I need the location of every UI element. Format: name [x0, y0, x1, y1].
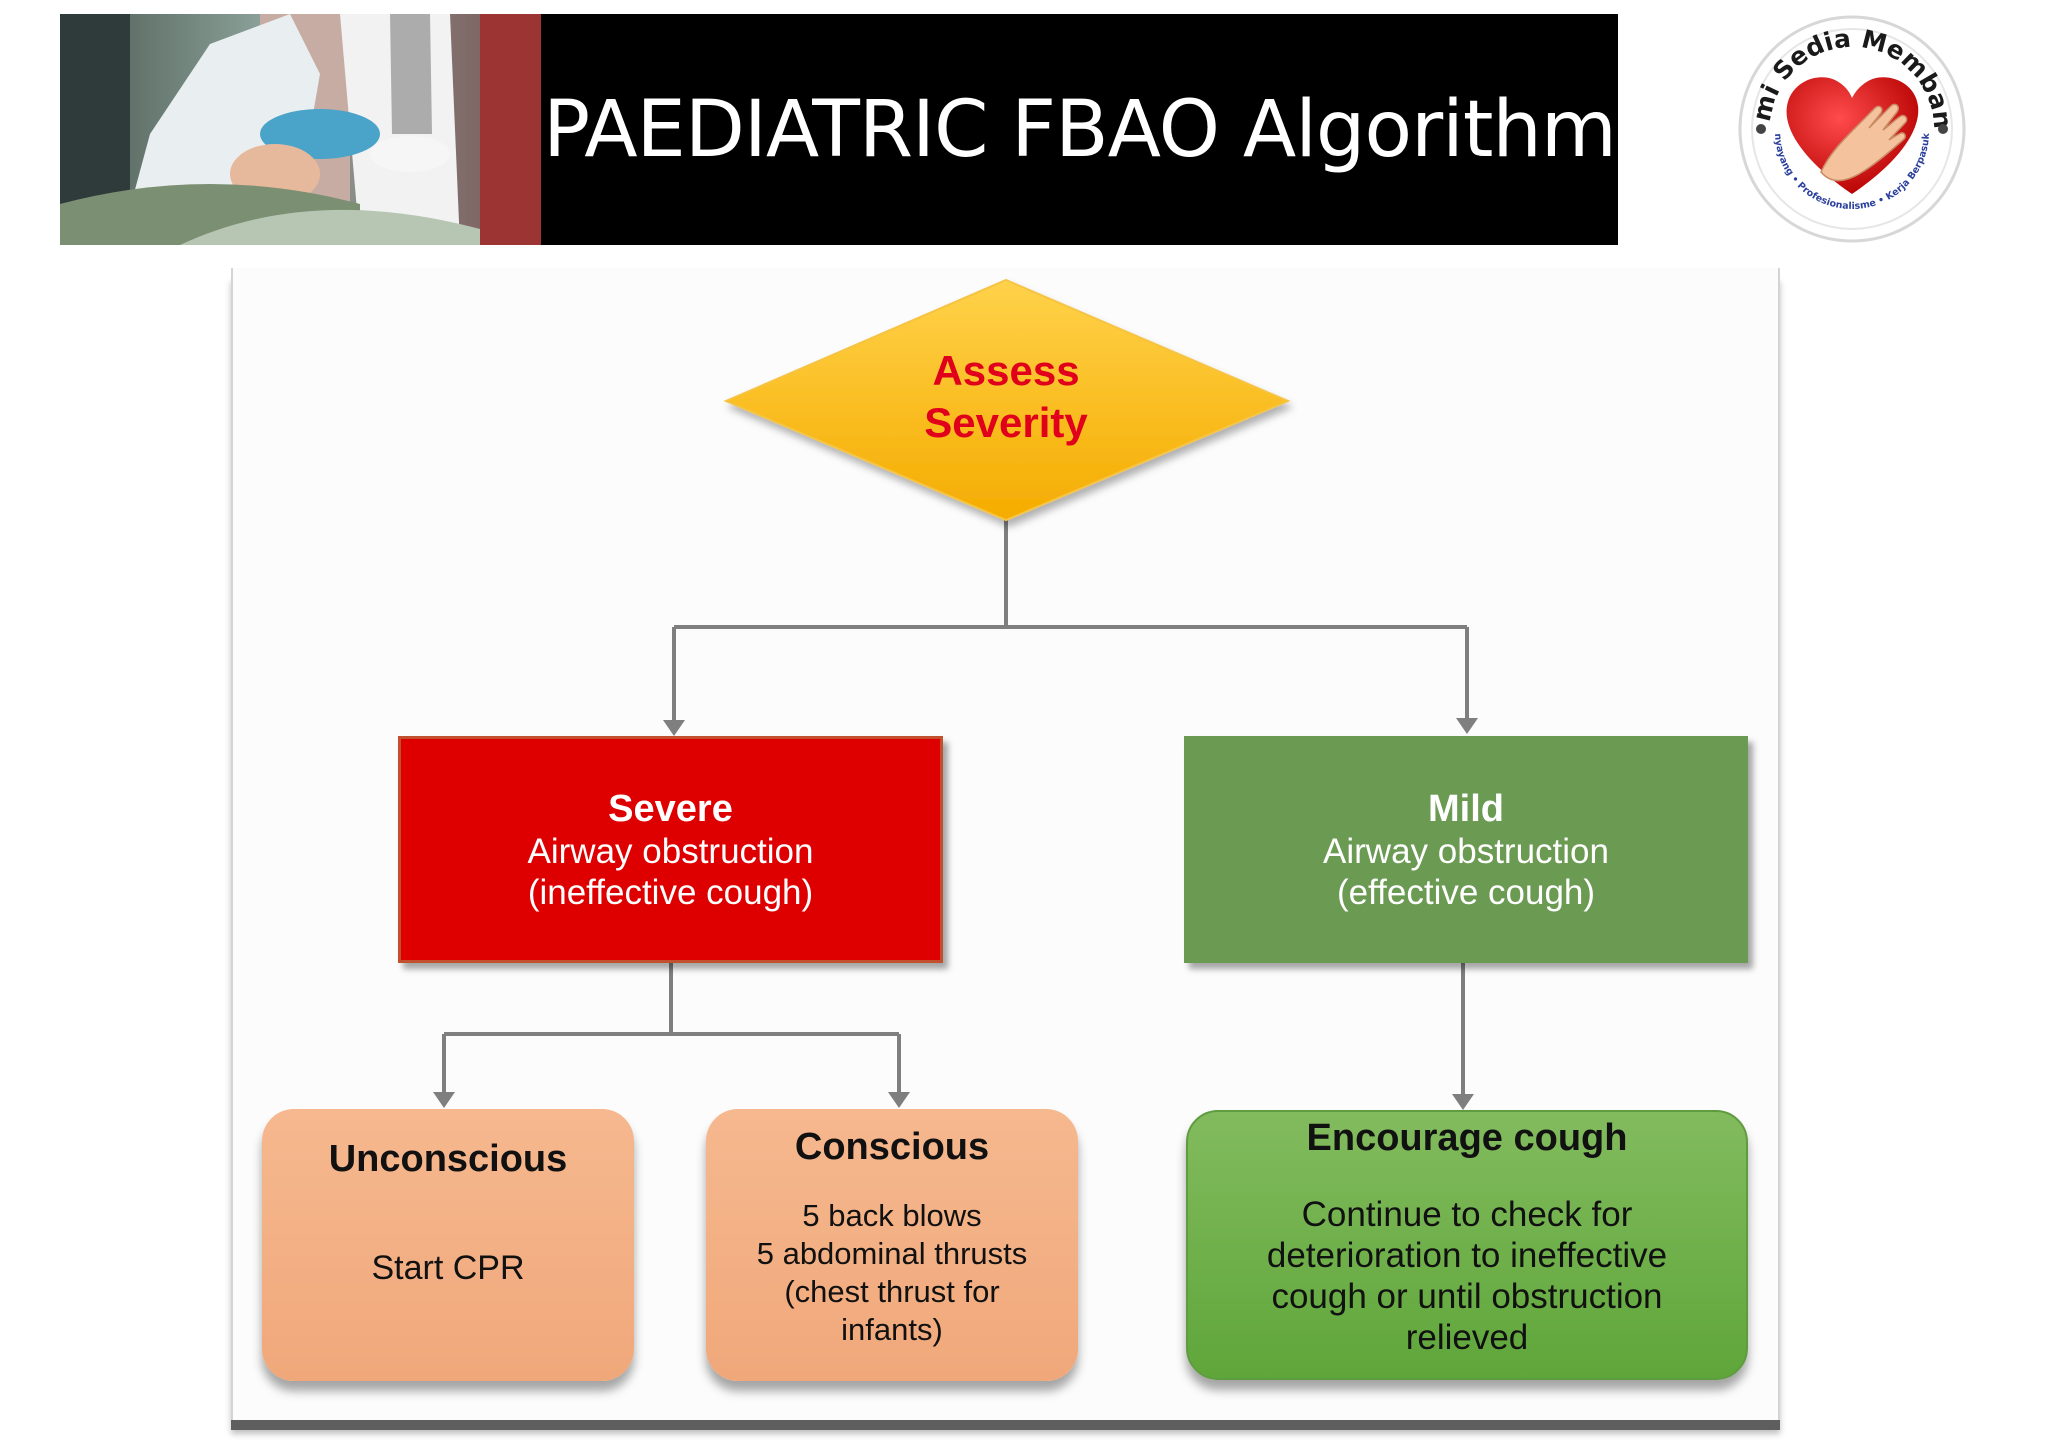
decision-label-line1: Assess	[932, 347, 1079, 394]
organization-logo: Kami Sedia Membantu Penyayang • Profesio…	[1725, 0, 1969, 246]
mild-title: Mild	[1428, 787, 1504, 830]
arrowhead-encourage	[1452, 1094, 1474, 1110]
page-title: PAEDIATRIC FBAO Algorithm	[543, 84, 1617, 175]
conscious-line: (chest thrust for	[784, 1274, 1000, 1309]
unconscious-box: Unconscious Start CPR	[262, 1109, 634, 1381]
arrowhead-unconscious	[433, 1092, 455, 1108]
decision-diamond	[723, 278, 1291, 522]
arrowhead-conscious	[888, 1092, 910, 1108]
unconscious-action: Start CPR	[371, 1249, 525, 1287]
mild-line1: Airway obstruction	[1323, 831, 1609, 871]
decision-label-line2: Severity	[924, 399, 1088, 446]
encourage-cough-box: Encourage cough Continue to check for de…	[1186, 1110, 1748, 1380]
severe-line2: (ineffective cough)	[527, 872, 814, 912]
encourage-title: Encourage cough	[1306, 1117, 1628, 1159]
arrowhead-severe	[663, 720, 685, 736]
encourage-line: cough or until obstruction	[1271, 1277, 1663, 1316]
mild-line2: (effective cough)	[1336, 872, 1596, 912]
conscious-line: infants)	[841, 1312, 943, 1347]
severe-box: Severe Airway obstruction (ineffective c…	[398, 736, 943, 963]
conscious-line: 5 back blows	[802, 1198, 982, 1233]
mild-box: Mild Airway obstruction (effective cough…	[1184, 736, 1748, 963]
conscious-line: 5 abdominal thrusts	[756, 1236, 1028, 1271]
arrowhead-mild	[1456, 718, 1478, 734]
encourage-line: relieved	[1405, 1318, 1529, 1357]
severe-line1: Airway obstruction	[527, 831, 814, 871]
unconscious-title: Unconscious	[328, 1138, 568, 1180]
encourage-line: Continue to check for	[1301, 1195, 1633, 1234]
header-photo	[60, 14, 541, 245]
conscious-box: Conscious 5 back blows 5 abdominal thrus…	[706, 1109, 1078, 1381]
severe-title: Severe	[608, 787, 733, 830]
encourage-line: deterioration to ineffective	[1266, 1236, 1668, 1275]
conscious-title: Conscious	[794, 1126, 990, 1168]
